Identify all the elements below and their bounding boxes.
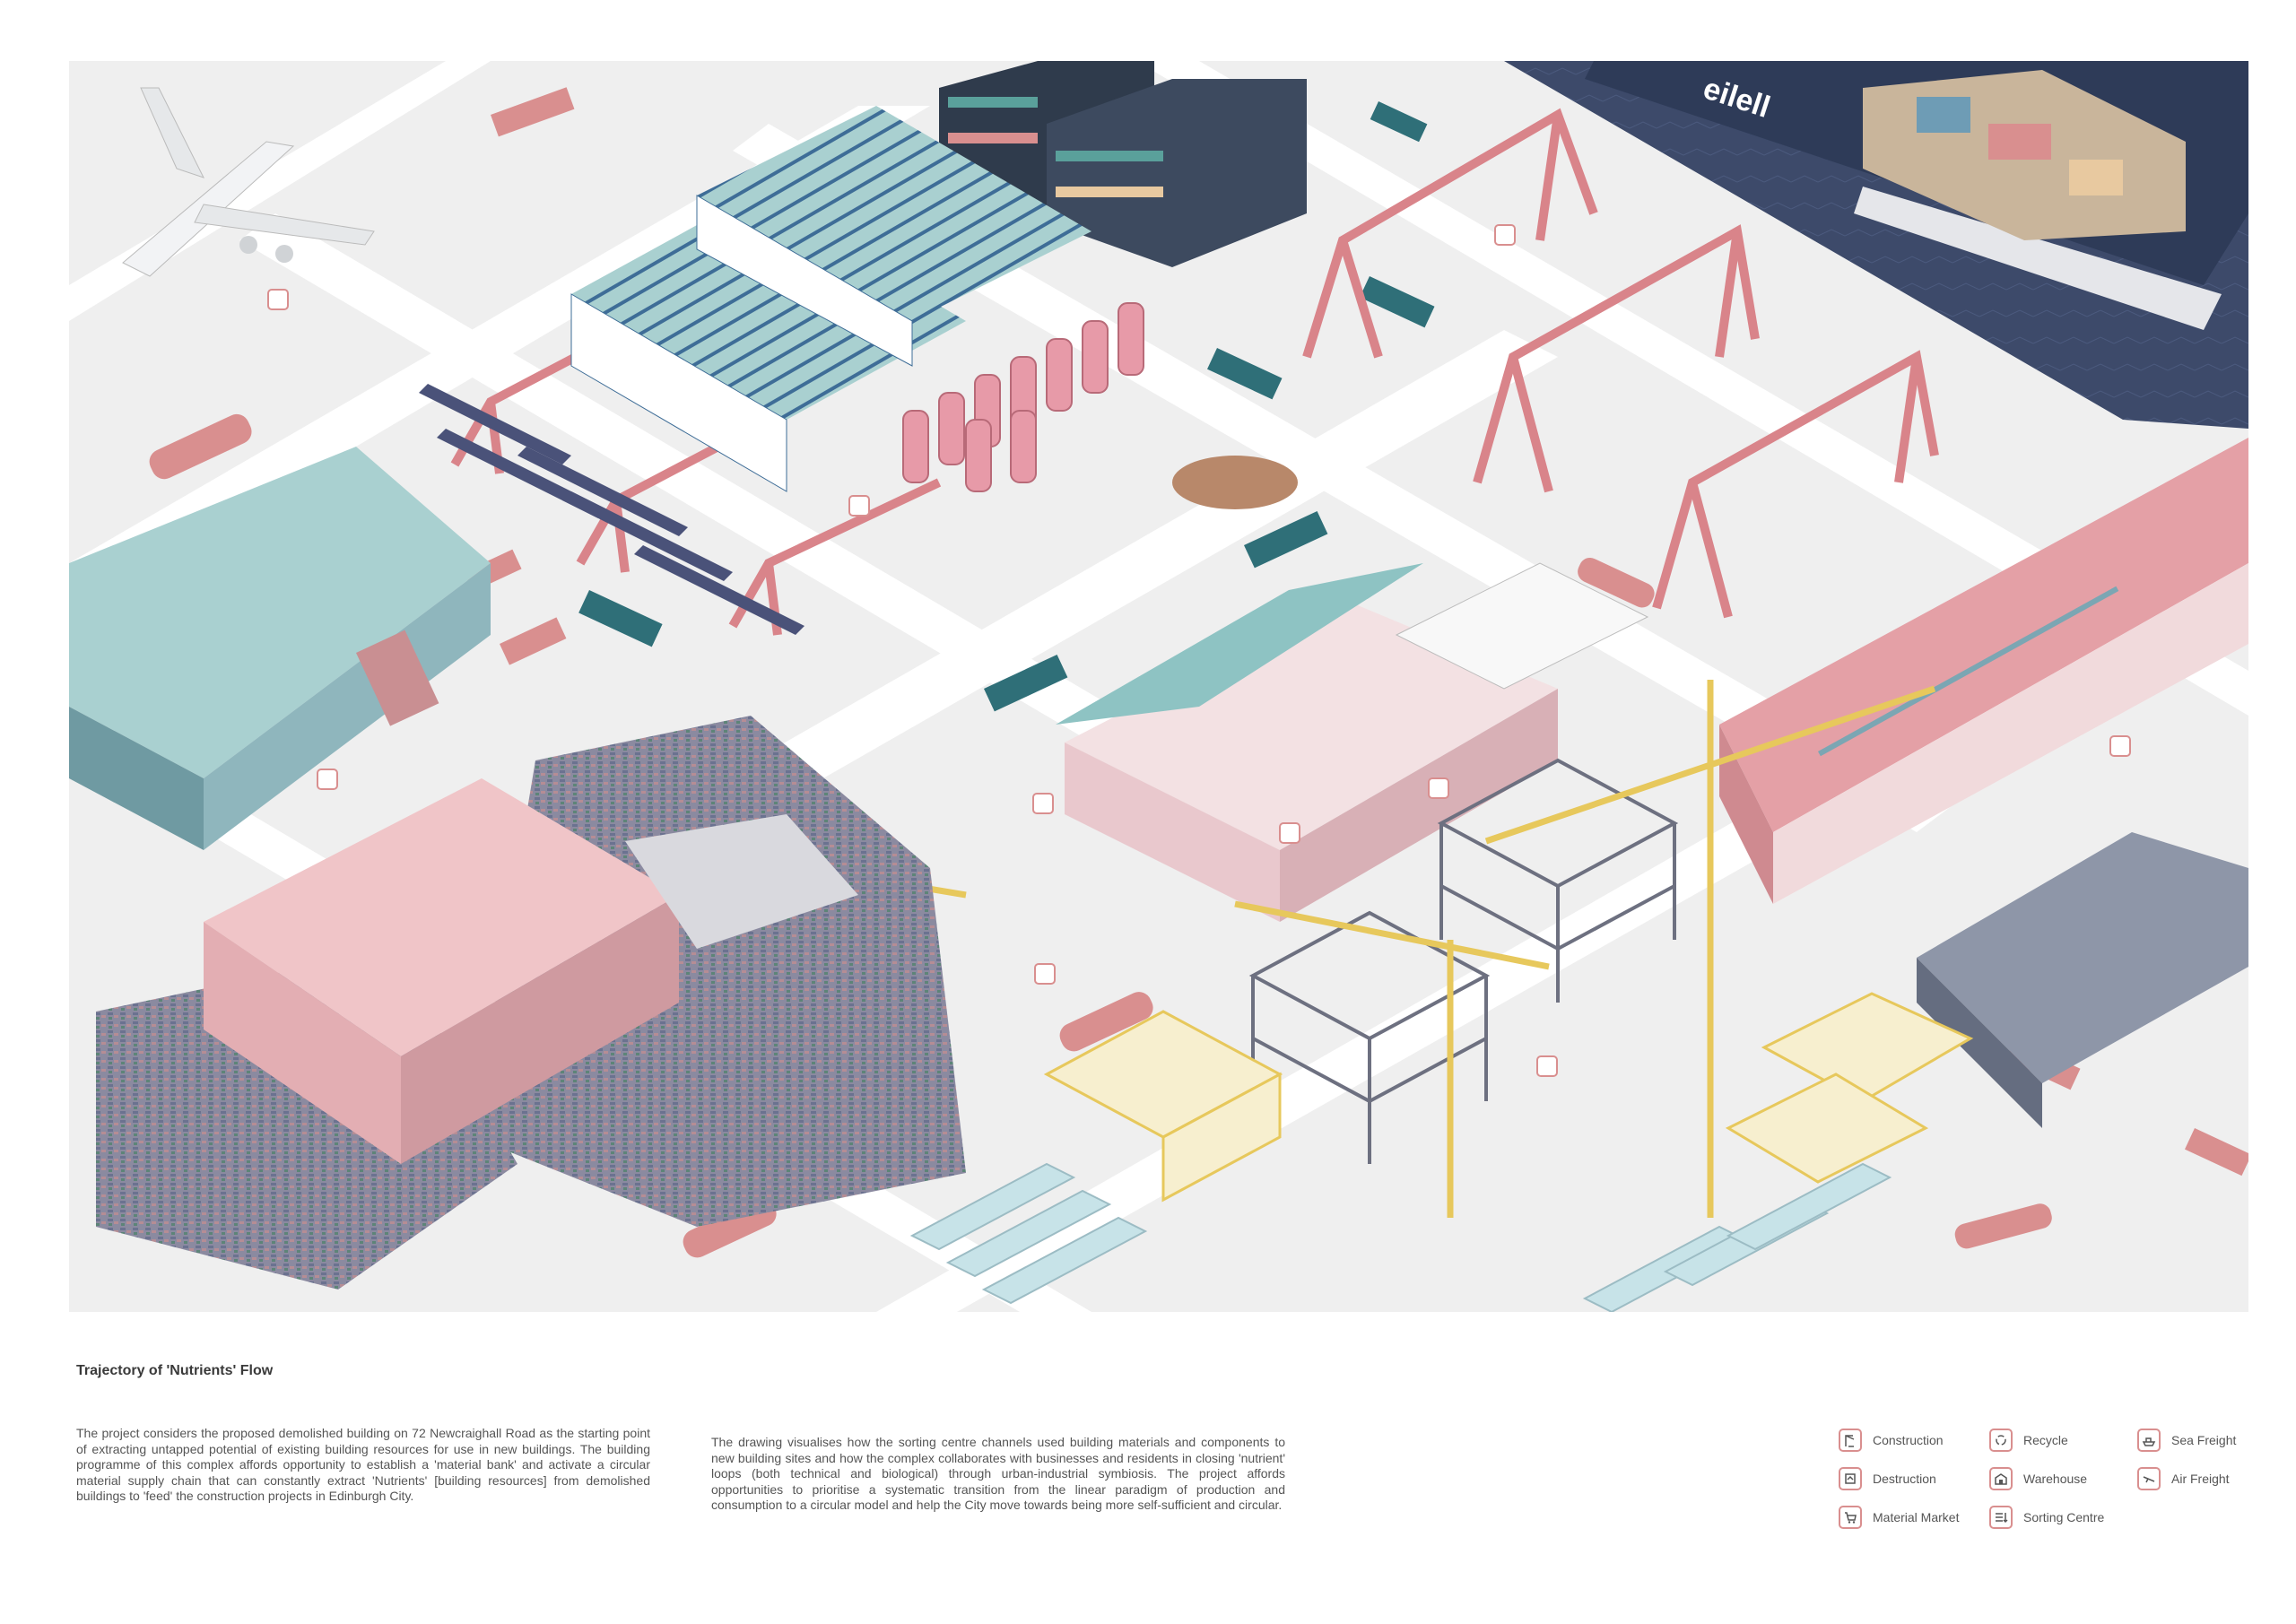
marker-air-freight (267, 289, 289, 310)
legend: Construction Recycle Sea Freight Destruc… (1839, 1429, 2260, 1545)
description-paragraph-2: The drawing visualises how the sorting c… (711, 1435, 1285, 1513)
marker-sorting-centre (1279, 822, 1300, 844)
cart-icon (1839, 1506, 1862, 1529)
marker-warehouse-center (1428, 777, 1449, 799)
grey-hangars (1917, 832, 2248, 1128)
marker-recycle (848, 495, 870, 517)
description-paragraph-1: The project considers the proposed demol… (76, 1426, 650, 1504)
drawing-title: Trajectory of 'Nutrients' Flow (76, 1363, 274, 1378)
legend-label: Air Freight (2171, 1472, 2230, 1486)
cargo-ship: eilell (1585, 61, 2248, 330)
panel-rows (419, 384, 804, 635)
recycle-icon (1989, 1429, 2013, 1452)
sorting-centre-building (1056, 562, 1649, 922)
modular-sheds (909, 1162, 1892, 1312)
timber-frames (1043, 992, 1974, 1203)
airplane (122, 87, 375, 277)
billboard (356, 630, 439, 726)
marker-material-market-center (1032, 793, 1054, 814)
marker-warehouse-right (2109, 735, 2131, 757)
teal-warehouses (69, 106, 1091, 850)
sorting-icon (1989, 1506, 2013, 1529)
legend-label: Material Market (1873, 1510, 1960, 1524)
ship-icon (2137, 1429, 2161, 1452)
crane-icon (1839, 1429, 1862, 1452)
map-markers (267, 224, 2131, 1077)
legend-label: Warehouse (2023, 1472, 2088, 1486)
airplane-icon (2137, 1467, 2161, 1490)
marker-material-market-left (317, 769, 338, 790)
material-heap (1172, 456, 1298, 509)
marker-construction (1536, 1055, 1558, 1077)
silos (902, 302, 1144, 492)
legend-item-warehouse: Warehouse (1989, 1467, 2087, 1490)
demolition-site (96, 716, 966, 1290)
legend-label: Construction (1873, 1433, 1944, 1447)
legend-item-sea-freight: Sea Freight (2137, 1429, 2236, 1452)
legend-item-construction: Construction (1839, 1429, 1944, 1452)
marker-sea-freight (1494, 224, 1516, 246)
legend-item-air-freight: Air Freight (2137, 1467, 2230, 1490)
demolition-icon (1839, 1467, 1862, 1490)
isometric-drawing: eilell (69, 61, 2248, 1312)
legend-label: Recycle (2023, 1433, 2068, 1447)
legend-label: Destruction (1873, 1472, 1936, 1486)
legend-item-sorting-centre: Sorting Centre (1989, 1506, 2104, 1529)
legend-label: Sorting Centre (2023, 1510, 2105, 1524)
trucks (149, 87, 2248, 1258)
warehouse-icon (1989, 1467, 2013, 1490)
steel-frames (1248, 758, 1679, 1164)
legend-item-material-market: Material Market (1839, 1506, 1959, 1529)
legend-item-destruction: Destruction (1839, 1467, 1936, 1490)
legend-label: Sea Freight (2171, 1433, 2237, 1447)
pink-terminal-building (1719, 438, 2248, 904)
marker-destruction (1034, 963, 1056, 985)
legend-item-recycle: Recycle (1989, 1429, 2068, 1452)
